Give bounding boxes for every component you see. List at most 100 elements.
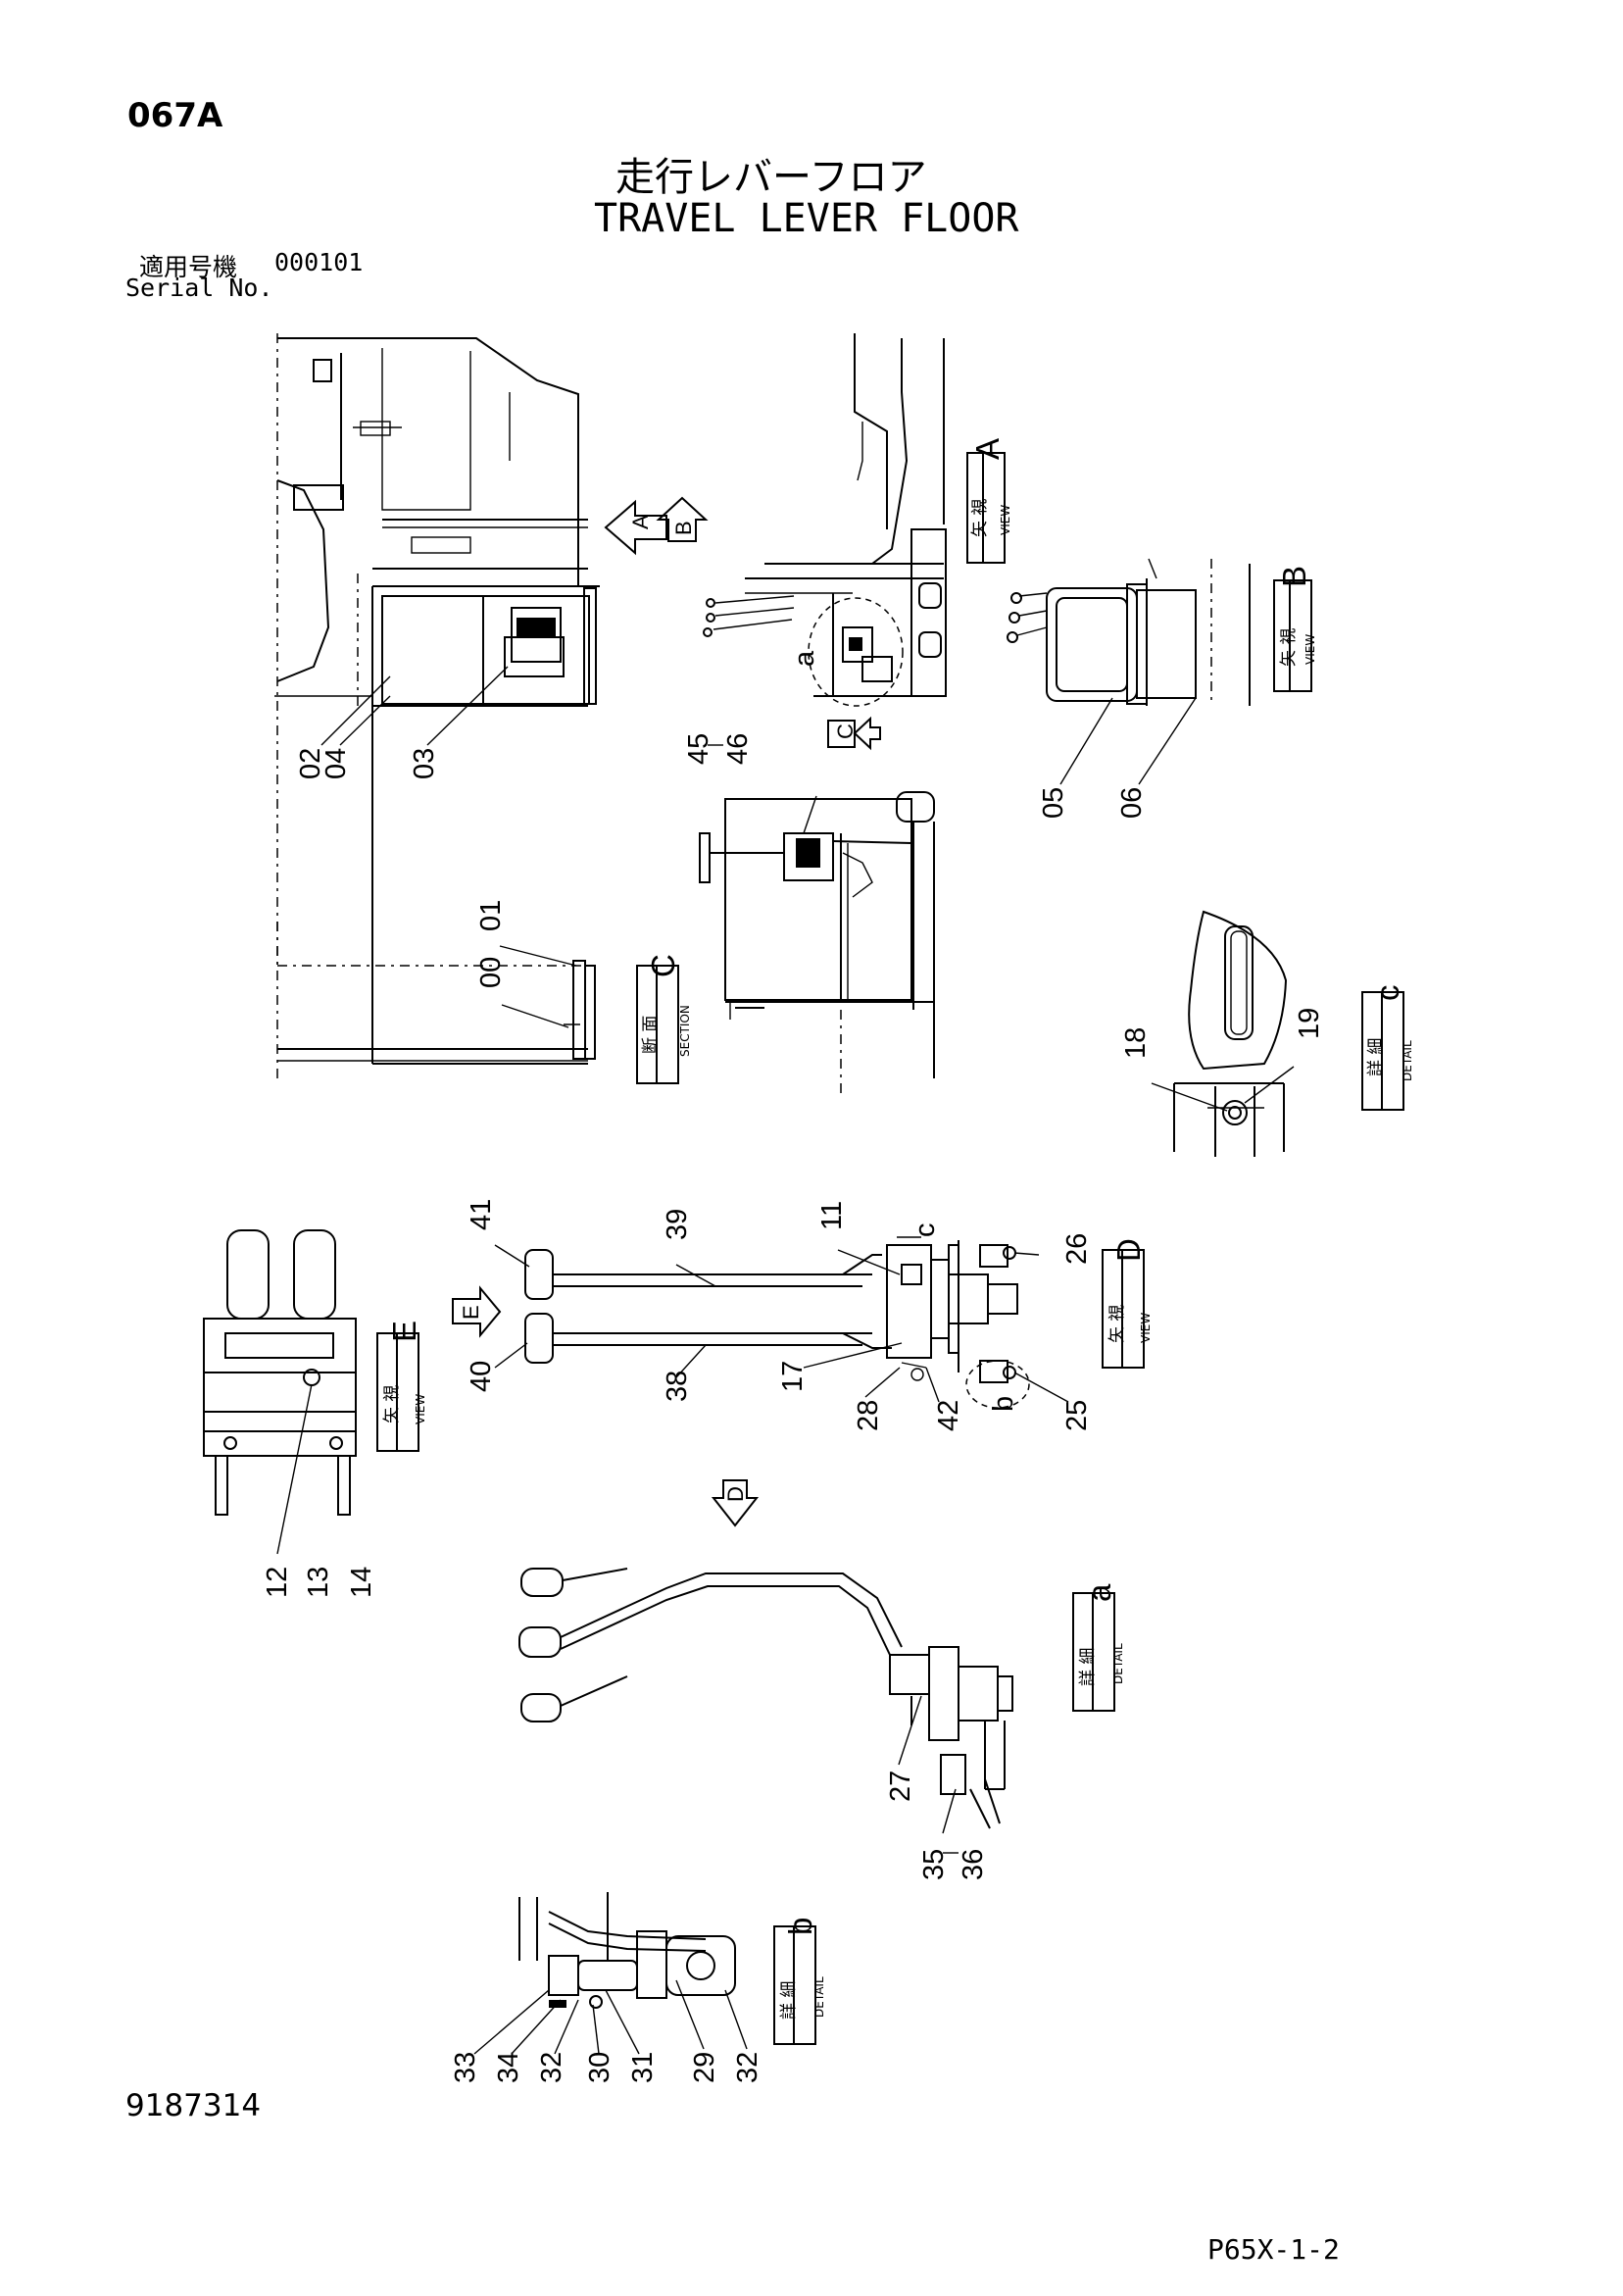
part-num-32: 32 [536,2052,567,2083]
callout-00 [501,1004,569,1028]
callout-12-13-14 [276,1383,313,1555]
callout-19 [1244,1066,1295,1104]
part-num-01: 01 [475,900,507,931]
part-num-05: 05 [1038,787,1069,819]
part-num-34: 34 [493,2052,524,2083]
svg-text:矢 視: 矢 視 [1107,1305,1127,1343]
callout-32b [724,1989,748,2050]
tag-section-c: C 断 面 SECTION [636,954,692,1084]
part-num-17: 17 [777,1361,809,1392]
part-num-46: 46 [722,733,754,765]
part-num-31: 31 [627,2052,659,2083]
detail-marker-a: a [789,650,820,667]
callout-29 [675,1979,705,2050]
part-num-30: 30 [584,2052,615,2083]
callout-35-36 [942,1788,957,1834]
part-num-28: 28 [853,1400,884,1431]
callout-31 [605,1989,640,2055]
callouts-02-04-03 [320,666,509,746]
svg-text:DETAIL: DETAIL [1111,1643,1125,1684]
svg-text:矢 視: 矢 視 [1279,628,1299,667]
view-arrow-e: E [452,1285,502,1338]
part-num-38: 38 [662,1371,693,1402]
view-arrow-c: C [827,716,881,751]
svg-text:詳 細: 詳 細 [1366,1038,1386,1076]
part-num-33: 33 [450,2052,481,2083]
part-num-41: 41 [466,1199,497,1230]
tag-detail-b: b 詳 細 DETAIL [773,1918,826,2045]
serial-label-japanese: 適用号機 [139,253,238,281]
svg-text:SECTION: SECTION [678,1005,692,1057]
svg-text:B: B [671,521,696,535]
callout-11 [837,1249,901,1275]
svg-text:b: b [782,1918,818,1935]
callout-30 [592,2004,600,2055]
callout-38 [675,1344,707,1378]
callout-45-46 [803,795,817,834]
tag-detail-c: c 詳 細 DETAIL [1361,985,1414,1111]
part-num-40: 40 [466,1361,497,1392]
callout-39 [675,1264,716,1287]
part-num-06: 06 [1116,787,1148,819]
part-num-36: 36 [958,1849,989,1880]
view-arrow-a: A [604,499,667,556]
callout-42 [925,1367,940,1403]
svg-text:A: A [969,438,1006,460]
detail-marker-c: c [910,1223,941,1238]
tag-view-d: D 矢 視 VIEW [1102,1238,1153,1369]
title-japanese: 走行レバーフロア [615,155,927,200]
view-d-drawing [524,1236,1030,1409]
detail-a-drawing [518,1568,1013,1829]
svg-text:C: C [645,954,681,977]
page-code: 067A [127,96,223,135]
callouts-05-06 [1059,697,1197,785]
callout-32a [554,1999,579,2055]
part-num-35: 35 [918,1849,950,1880]
part-num-26: 26 [1061,1233,1093,1265]
part-num-18: 18 [1120,1027,1152,1059]
part-num-42: 42 [933,1400,964,1431]
detail-b-drawing [518,1892,736,2009]
svg-text:詳 細: 詳 細 [779,1981,799,2020]
callout-26 [1013,1252,1040,1256]
callout-17 [803,1342,903,1369]
callout-33 [473,1989,550,2055]
svg-text:A: A [628,515,653,529]
detail-c-drawing [1173,910,1288,1157]
title-english: TRAVEL LEVER FLOOR [594,196,1019,241]
svg-text:C: C [833,724,858,739]
svg-text:a: a [1081,1583,1117,1602]
part-num-45: 45 [683,733,714,765]
callout-01 [499,945,577,967]
part-num-32: 32 [732,2052,763,2083]
page-reference: P65X-1-2 [1207,2233,1340,2266]
tag-detail-a: a 詳 細 DETAIL [1072,1583,1125,1712]
svg-text:DETAIL: DETAIL [1401,1040,1414,1081]
view-arrow-d: D [711,1479,760,1527]
serial-label-english: Serial No. [125,274,273,302]
part-num-03: 03 [409,748,440,779]
svg-text:VIEW: VIEW [999,505,1012,535]
svg-text:E: E [459,1305,483,1320]
svg-text:c: c [1369,985,1405,1002]
callout-18 [1151,1082,1228,1112]
svg-text:断 面: 断 面 [641,1016,661,1054]
part-num-39: 39 [662,1209,693,1240]
detail-marker-b: b [988,1396,1019,1412]
part-num-04: 04 [320,748,352,779]
view-arrow-b: B [656,496,709,542]
svg-text:E: E [386,1321,422,1342]
part-num-29: 29 [689,2052,720,2083]
part-num-19: 19 [1294,1008,1325,1039]
cab-floor-view [274,333,600,967]
serial-value: 000101 [274,248,364,276]
svg-text:D: D [1110,1238,1147,1262]
part-num-02: 02 [295,748,326,779]
callout-40 [494,1342,528,1369]
section-c-drawing [699,791,935,1098]
svg-text:D: D [723,1486,748,1502]
svg-text:VIEW: VIEW [1303,634,1317,665]
tag-view-b: B 矢 視 VIEW [1273,566,1317,692]
view-b-drawing [1007,558,1251,706]
